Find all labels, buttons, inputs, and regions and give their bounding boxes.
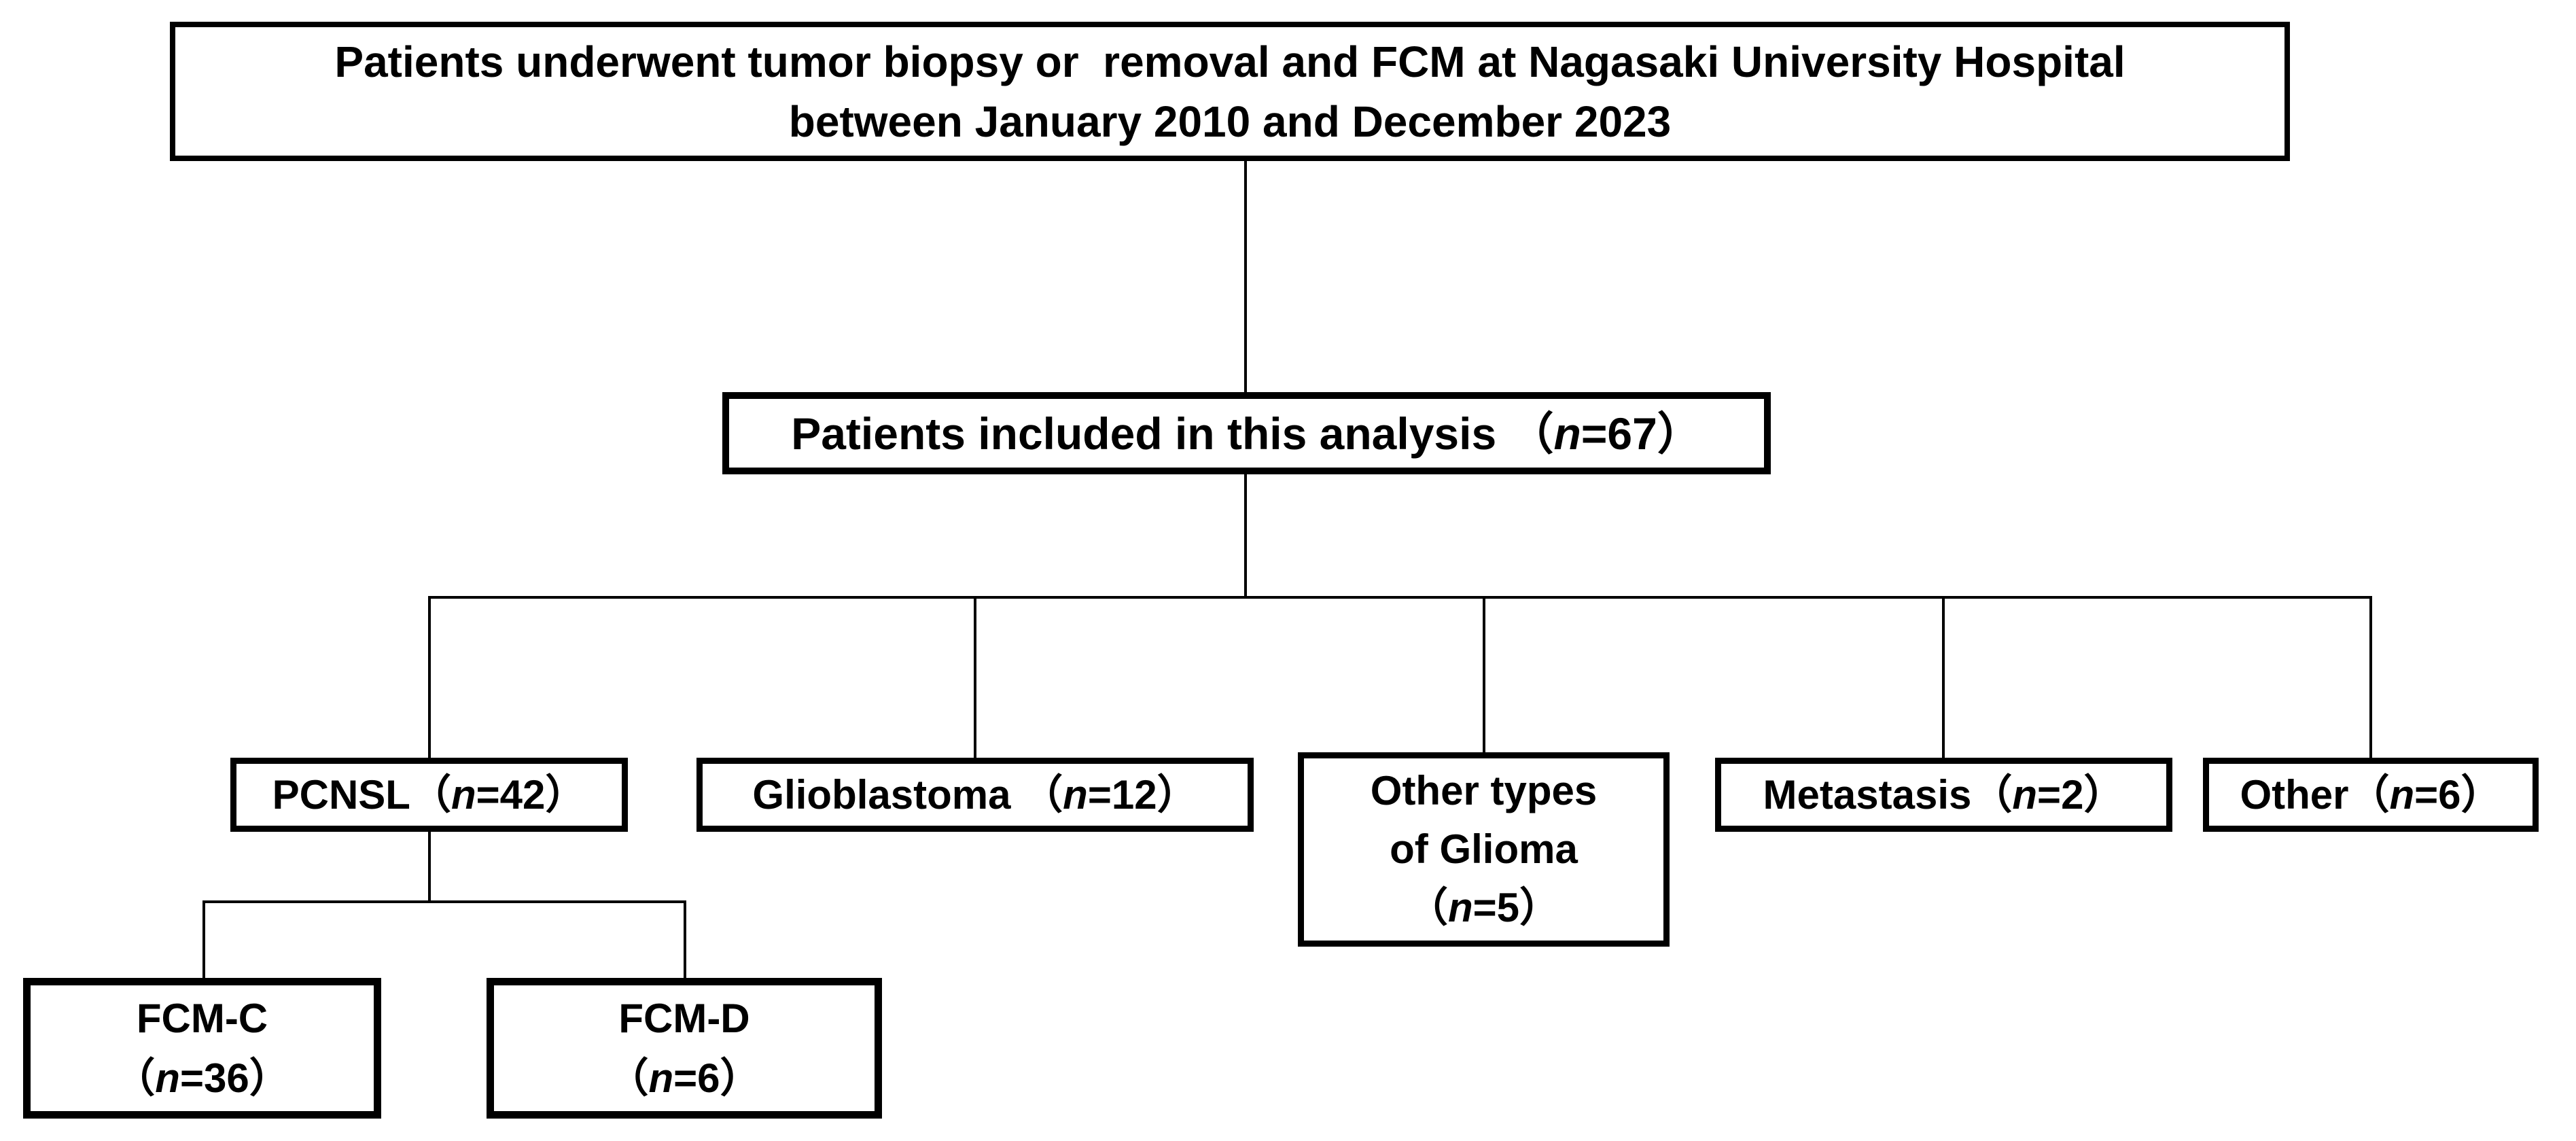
n-symbol: n (155, 1055, 180, 1101)
subgroup-box-fcm-d: FCM-D （n=6） (487, 978, 882, 1119)
title-box: Patients underwent tumor biopsy or remov… (170, 22, 2290, 161)
branch-box-pcnsl: PCNSL（n=42） (230, 758, 628, 832)
connector-drop-glioblastoma (974, 596, 976, 759)
glioblastoma-label: Glioblastoma （n=12） (752, 771, 1198, 818)
metastasis-label: Metastasis（n=2） (1763, 771, 2125, 818)
pcnsl-label: PCNSL（n=42） (272, 771, 586, 818)
analysis-label: Patients included in this analysis （n=67… (791, 408, 1702, 459)
title-line-1: Patients underwent tumor biopsy or remov… (334, 37, 2125, 86)
n-symbol: n (1063, 771, 1088, 818)
connector-drop-other (2369, 596, 2372, 759)
n-symbol: n (451, 771, 476, 818)
fcm-c-count: （n=36） (114, 1055, 290, 1101)
connector-drop-fcm-c (202, 900, 205, 981)
connector-analysis-stem (1244, 473, 1247, 597)
n-symbol: n (1553, 408, 1581, 459)
connector-title-to-analysis (1244, 161, 1247, 393)
connector-branch-rail (428, 596, 2372, 599)
connector-drop-fcm-d (684, 900, 686, 981)
branch-box-glioblastoma: Glioblastoma （n=12） (696, 758, 1254, 832)
connector-pcnsl-stem (428, 832, 431, 902)
connector-drop-metastasis (1942, 596, 1945, 759)
subgroup-box-fcm-c: FCM-C （n=36） (23, 978, 381, 1119)
connector-drop-pcnsl (428, 596, 431, 759)
fcm-c-line-1: FCM-C (136, 995, 268, 1041)
fcm-d-count: （n=6） (607, 1055, 761, 1101)
n-symbol: n (2012, 771, 2038, 818)
branch-box-other: Other（n=6） (2203, 758, 2539, 832)
other-glioma-line-2: of Glioma (1390, 826, 1578, 872)
analysis-box: Patients included in this analysis （n=67… (722, 392, 1771, 474)
connector-fcm-rail (202, 900, 686, 903)
fcm-d-line-1: FCM-D (618, 995, 750, 1041)
branch-box-metastasis: Metastasis（n=2） (1715, 758, 2172, 832)
other-glioma-line-1: Other types (1370, 768, 1598, 813)
connector-drop-other-glioma (1483, 596, 1485, 755)
branch-box-other-glioma: Other types of Glioma （n=5） (1298, 752, 1670, 947)
other-glioma-count: （n=5） (1407, 885, 1561, 930)
n-symbol: n (1447, 885, 1473, 930)
n-symbol: n (648, 1055, 674, 1101)
n-symbol: n (2389, 771, 2415, 818)
title-line-2: between January 2010 and December 2023 (788, 96, 1672, 146)
other-label: Other（n=6） (2240, 771, 2502, 818)
